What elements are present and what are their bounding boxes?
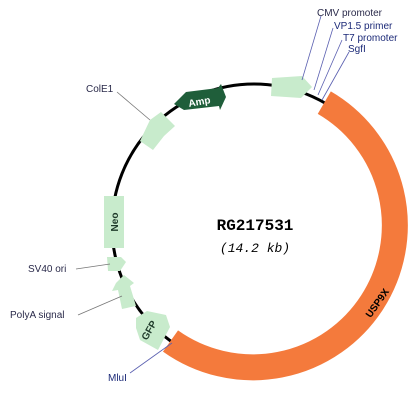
neo-label: Neo — [110, 213, 121, 232]
cole1-label: ColE1 — [86, 84, 114, 95]
sv40-leader — [75, 263, 111, 270]
insert-arc-usp9x — [162, 91, 408, 381]
amp-feature — [174, 84, 226, 110]
cole1-feature — [140, 112, 175, 150]
cmv-promoter-feature — [271, 76, 312, 98]
sv40-ori-feature — [107, 257, 126, 271]
amp-label: Amp — [188, 95, 212, 110]
sv40-ori-label: SV40 ori — [28, 264, 66, 275]
vp15-primer-label: VP1.5 primer — [334, 21, 393, 32]
t7-leader — [317, 39, 343, 96]
cmv-leader — [301, 15, 322, 81]
mlui-label: MluI — [108, 373, 127, 384]
cole1-leader — [116, 91, 151, 121]
polya-signal-label: PolyA signal — [10, 310, 64, 321]
neo-feature — [104, 196, 124, 248]
plasmid-size: (14.2 kb) — [220, 241, 290, 256]
cmv-promoter-label: CMV promoter — [317, 8, 383, 19]
sgfi-label: SgfI — [348, 44, 366, 55]
gfp-feature — [136, 311, 170, 350]
sgfi-leader — [321, 51, 350, 101]
plasmid-name: RG217531 — [217, 217, 294, 235]
vp15-leader — [313, 27, 334, 91]
t7-promoter-label: T7 promoter — [343, 33, 398, 44]
polya-signal-feature — [112, 275, 136, 309]
mlui-leader — [129, 342, 173, 374]
polya-leader — [77, 295, 123, 316]
